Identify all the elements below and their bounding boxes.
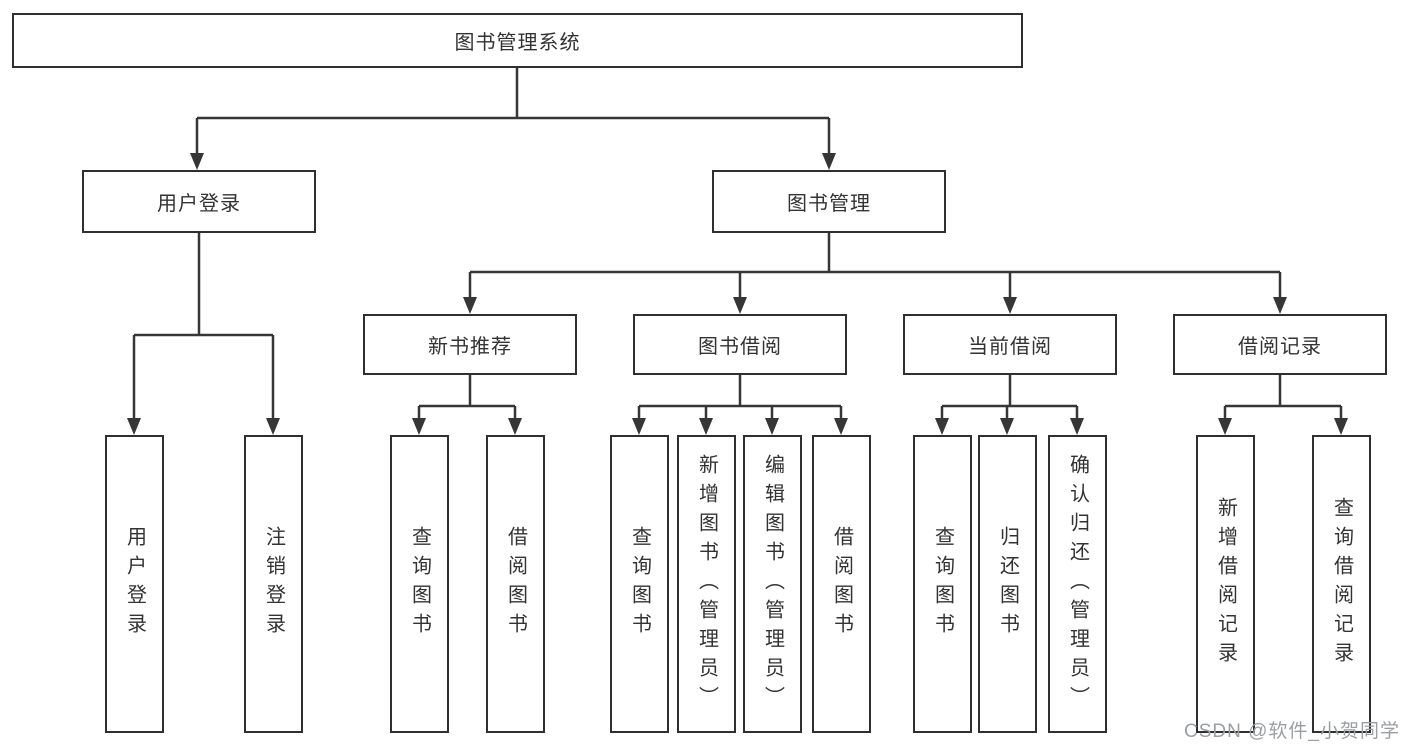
node-label: 图书管理: [787, 193, 871, 215]
node-label: 用户登录: [123, 526, 146, 642]
node-label: 查询借阅记录: [1330, 497, 1353, 671]
node-book-borrow: 图书借阅: [633, 314, 847, 375]
node-label: 查询图书: [628, 526, 651, 642]
node-label: 图书管理系统: [454, 32, 581, 54]
node-label: 新增借阅记录: [1214, 497, 1237, 671]
node-label: 图书借阅: [698, 336, 782, 358]
node-root-system: 图书管理系统: [12, 13, 1023, 68]
node-label: 归还图书: [996, 526, 1019, 642]
node-book-management: 图书管理: [712, 170, 946, 233]
node-label: 新书推荐: [428, 336, 512, 358]
leaf-return-books: 归还图书: [978, 435, 1037, 733]
node-label: 借阅图书: [830, 526, 853, 642]
node-label: 新增图书（管理员）: [695, 453, 718, 715]
leaf-borrow-books: 借阅图书: [812, 435, 871, 733]
leaf-logout: 注销登录: [244, 435, 303, 733]
leaf-confirm-return-admin: 确认归还（管理员）: [1048, 435, 1107, 733]
leaf-borrow-books-recommend: 借阅图书: [486, 435, 545, 733]
csdn-watermark: CSDN @软件_小贺同学: [1184, 721, 1400, 742]
node-label: 用户登录: [157, 193, 241, 215]
node-label: 确认归还（管理员）: [1066, 453, 1089, 715]
leaf-add-borrow-record: 新增借阅记录: [1196, 435, 1255, 733]
node-label: 当前借阅: [968, 336, 1052, 358]
leaf-query-books-borrow: 查询图书: [610, 435, 669, 733]
node-new-book-recommend: 新书推荐: [363, 314, 577, 375]
node-label: 借阅图书: [504, 526, 527, 642]
node-current-borrow: 当前借阅: [903, 314, 1117, 375]
node-label: 编辑图书（管理员）: [761, 453, 784, 715]
node-label: 查询图书: [408, 526, 431, 642]
leaf-edit-books-admin: 编辑图书（管理员）: [743, 435, 802, 733]
node-label: 注销登录: [262, 526, 285, 642]
leaf-query-books-recommend: 查询图书: [390, 435, 449, 733]
leaf-query-borrow-record: 查询借阅记录: [1312, 435, 1371, 733]
leaf-user-login: 用户登录: [105, 435, 164, 733]
leaf-add-books-admin: 新增图书（管理员）: [677, 435, 736, 733]
leaf-query-books-current: 查询图书: [913, 435, 972, 733]
node-user-login: 用户登录: [82, 170, 316, 233]
arrowheads: [127, 153, 1348, 435]
node-borrow-records: 借阅记录: [1173, 314, 1387, 375]
node-label: 查询图书: [931, 526, 954, 642]
node-label: 借阅记录: [1238, 336, 1322, 358]
